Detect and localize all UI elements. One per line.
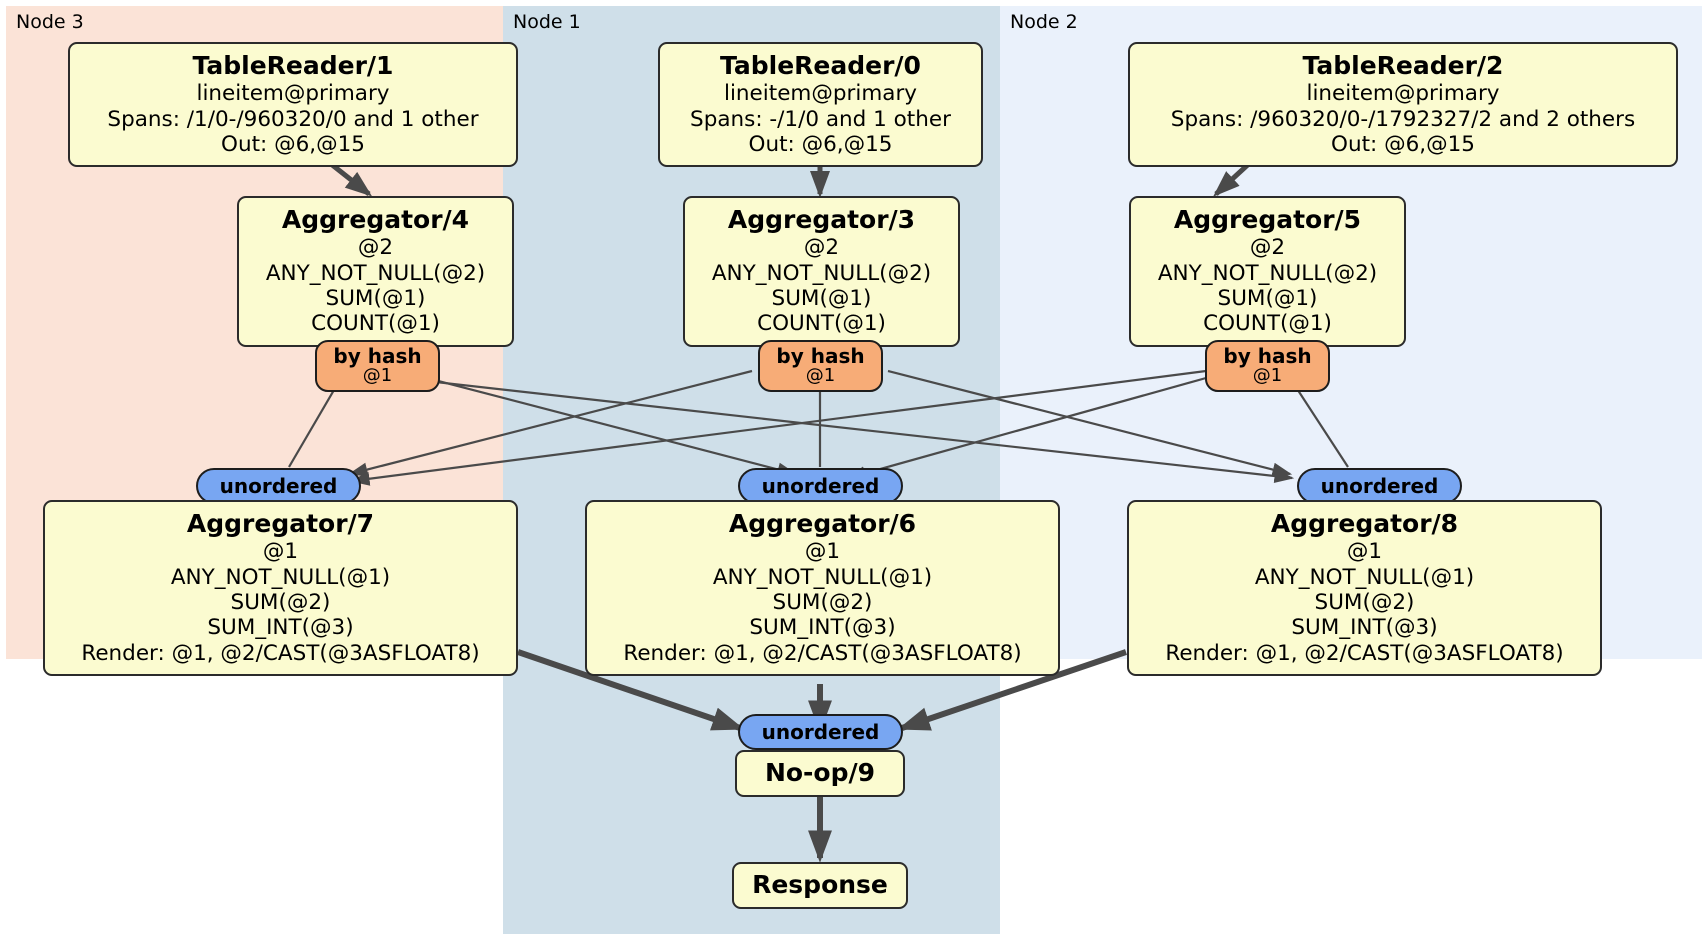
processor-detail-line: Render: @1, @2/CAST(@3ASFLOAT8): [81, 640, 480, 666]
processor-title: Aggregator/4: [281, 205, 470, 234]
synchronizer-badge-label: unordered: [219, 474, 338, 498]
processor-detail-line: SUM(@2): [230, 589, 331, 615]
synchronizer-badge-label: unordered: [761, 720, 880, 744]
processor-detail-line: SUM(@2): [772, 589, 873, 615]
processor-detail-line: Render: @1, @2/CAST(@3ASFLOAT8): [623, 640, 1022, 666]
processor-detail-line: SUM_INT(@3): [1291, 615, 1438, 641]
synchronizer-badge-unordered-right[interactable]: unordered: [1297, 468, 1462, 504]
node-panel-label-node3: Node 3: [16, 11, 84, 33]
router-badge-label: by hash: [333, 344, 422, 369]
processor-detail-line: SUM(@1): [1217, 285, 1318, 311]
processor-detail-line: Spans: -/1/0 and 1 other: [690, 106, 951, 132]
processor-detail-line: SUM(@1): [325, 285, 426, 311]
processor-response[interactable]: Response: [732, 862, 908, 910]
processor-detail-line: Render: @1, @2/CAST(@3ASFLOAT8): [1165, 640, 1564, 666]
router-badge-by-hash-right[interactable]: by hash @1: [1205, 340, 1330, 392]
processor-detail-line: @2: [1249, 235, 1286, 261]
synchronizer-badge-label: unordered: [1320, 474, 1439, 498]
processor-table-reader-2[interactable]: TableReader/2 lineitem@primary Spans: /9…: [1128, 42, 1678, 168]
processor-detail-line: @1: [804, 539, 841, 565]
processor-title: TableReader/1: [192, 51, 394, 80]
processor-detail-line: ANY_NOT_NULL(@2): [1157, 260, 1378, 286]
router-badge-label: by hash: [776, 344, 865, 369]
processor-aggregator-5[interactable]: Aggregator/5 @2 ANY_NOT_NULL(@2) SUM(@1)…: [1129, 196, 1406, 347]
processor-detail-line: lineitem@primary: [1306, 81, 1500, 107]
processor-title: Response: [752, 870, 888, 899]
router-badge-column: @1: [1252, 365, 1283, 387]
router-badge-column: @1: [362, 365, 393, 387]
processor-detail-line: lineitem@primary: [196, 81, 390, 107]
processor-detail-line: Out: @6,@15: [221, 131, 365, 157]
processor-detail-line: ANY_NOT_NULL(@1): [170, 564, 391, 590]
processor-aggregator-6[interactable]: Aggregator/6 @1 ANY_NOT_NULL(@1) SUM(@2)…: [585, 500, 1060, 677]
processor-aggregator-7[interactable]: Aggregator/7 @1 ANY_NOT_NULL(@1) SUM(@2)…: [43, 500, 518, 677]
processor-table-reader-1[interactable]: TableReader/1 lineitem@primary Spans: /1…: [68, 42, 518, 168]
router-badge-column: @1: [805, 365, 836, 387]
processor-detail-line: ANY_NOT_NULL(@2): [711, 260, 932, 286]
processor-detail-line: Spans: /1/0-/960320/0 and 1 other: [107, 106, 479, 132]
processor-aggregator-3[interactable]: Aggregator/3 @2 ANY_NOT_NULL(@2) SUM(@1)…: [683, 196, 960, 347]
processor-detail-line: SUM(@1): [771, 285, 872, 311]
processor-detail-line: @2: [803, 235, 840, 261]
processor-title: TableReader/2: [1302, 51, 1504, 80]
processor-detail-line: SUM_INT(@3): [207, 615, 354, 641]
node-panel-label-node1: Node 1: [513, 11, 581, 33]
processor-detail-line: Spans: /960320/0-/1792327/2 and 2 others: [1170, 106, 1636, 132]
processor-title: Aggregator/5: [1173, 205, 1362, 234]
processor-detail-line: Out: @6,@15: [748, 131, 893, 157]
processor-detail-line: ANY_NOT_NULL(@2): [265, 260, 486, 286]
processor-detail-line: COUNT(@1): [311, 311, 440, 337]
processor-detail-line: lineitem@primary: [723, 81, 918, 107]
processor-detail-line: Out: @6,@15: [1331, 131, 1475, 157]
router-badge-by-hash-left[interactable]: by hash @1: [315, 340, 440, 392]
processor-aggregator-4[interactable]: Aggregator/4 @2 ANY_NOT_NULL(@2) SUM(@1)…: [237, 196, 514, 347]
processor-title: Aggregator/8: [1270, 509, 1459, 538]
processor-no-op-9[interactable]: No-op/9: [735, 750, 905, 798]
router-badge-label: by hash: [1223, 344, 1312, 369]
synchronizer-badge-unordered-final[interactable]: unordered: [738, 714, 903, 750]
processor-detail-line: SUM_INT(@3): [749, 615, 896, 641]
synchronizer-badge-unordered-left[interactable]: unordered: [196, 468, 361, 504]
processor-title: Aggregator/6: [728, 509, 917, 538]
synchronizer-badge-unordered-center[interactable]: unordered: [738, 468, 903, 504]
processor-detail-line: COUNT(@1): [1203, 311, 1332, 337]
processor-detail-line: ANY_NOT_NULL(@1): [1254, 564, 1475, 590]
processor-title: Aggregator/3: [727, 205, 916, 234]
synchronizer-badge-label: unordered: [761, 474, 880, 498]
processor-title: TableReader/0: [720, 51, 921, 80]
processor-table-reader-0[interactable]: TableReader/0 lineitem@primary Spans: -/…: [658, 42, 983, 168]
processor-detail-line: @1: [1346, 539, 1383, 565]
processor-detail-line: @1: [262, 539, 299, 565]
router-badge-by-hash-center[interactable]: by hash @1: [758, 340, 883, 392]
processor-detail-line: ANY_NOT_NULL(@1): [712, 564, 933, 590]
processor-detail-line: COUNT(@1): [757, 311, 886, 337]
processor-title: Aggregator/7: [186, 509, 375, 538]
node-panel-label-node2: Node 2: [1010, 11, 1078, 33]
processor-detail-line: SUM(@2): [1314, 589, 1415, 615]
processor-aggregator-8[interactable]: Aggregator/8 @1 ANY_NOT_NULL(@1) SUM(@2)…: [1127, 500, 1602, 677]
processor-title: No-op/9: [764, 758, 876, 787]
processor-detail-line: @2: [357, 235, 394, 261]
